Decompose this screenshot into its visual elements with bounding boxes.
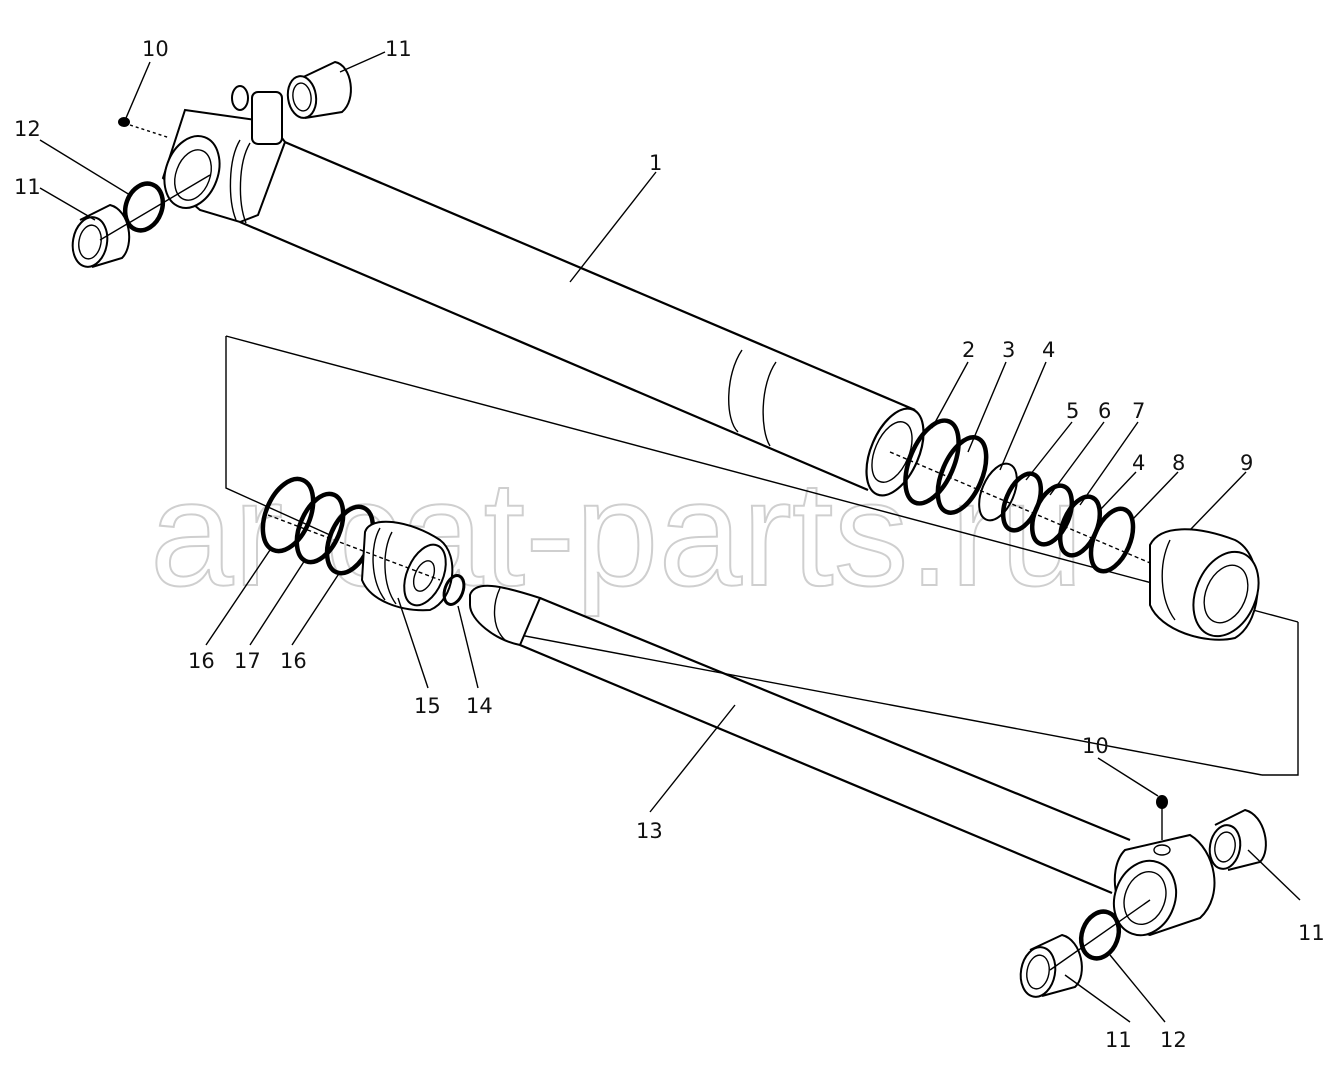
label-part-5: 5 [1066, 399, 1079, 423]
label-part-4a: 4 [1042, 338, 1055, 362]
label-part-6: 6 [1098, 399, 1111, 423]
grease-nipple-bottom [1156, 795, 1168, 840]
bushing-top-left [71, 203, 131, 268]
seal-ring-top [122, 181, 166, 233]
grease-nipple-top [118, 117, 171, 139]
label-part-16b: 16 [280, 649, 307, 673]
label-part-15: 15 [414, 694, 441, 718]
label-part-9: 9 [1240, 451, 1253, 475]
bushing-bottom-left [1019, 933, 1083, 998]
seal-ring-bottom [1078, 909, 1122, 961]
label-part-10a: 10 [142, 37, 169, 61]
piston [360, 520, 454, 612]
label-part-3: 3 [1002, 338, 1015, 362]
label-part-11b: 11 [14, 175, 41, 199]
cylinder-head-gland [1149, 528, 1260, 641]
label-part-13: 13 [636, 819, 663, 843]
label-part-12b: 12 [1160, 1028, 1187, 1052]
label-part-12a: 12 [14, 117, 41, 141]
label-part-14: 14 [466, 694, 493, 718]
axis-line-head [889, 451, 1191, 581]
bushing-top-right [286, 60, 352, 119]
head-seal-stack [903, 418, 1136, 574]
bushing-bottom-right [1208, 808, 1267, 871]
piston-rod [469, 584, 1131, 895]
label-part-7: 7 [1132, 399, 1145, 423]
o-ring-14 [442, 574, 466, 606]
label-part-4b: 4 [1132, 451, 1145, 475]
label-part-17: 17 [234, 649, 261, 673]
label-part-11a: 11 [385, 37, 412, 61]
cylinder-barrel [161, 85, 925, 497]
assembly-bracket [225, 335, 1299, 776]
label-part-1: 1 [649, 151, 662, 175]
label-part-16a: 16 [188, 649, 215, 673]
label-part-11c: 11 [1298, 921, 1325, 945]
label-part-8: 8 [1172, 451, 1185, 475]
label-part-10b: 10 [1082, 734, 1109, 758]
label-part-2: 2 [962, 338, 975, 362]
axis-line-top [99, 174, 211, 241]
leader-lines [39, 51, 1301, 1023]
rod-eye [1112, 833, 1216, 937]
axis-line-piston [267, 514, 441, 581]
label-part-11d: 11 [1105, 1028, 1132, 1052]
axis-line-bottom [1049, 899, 1151, 971]
